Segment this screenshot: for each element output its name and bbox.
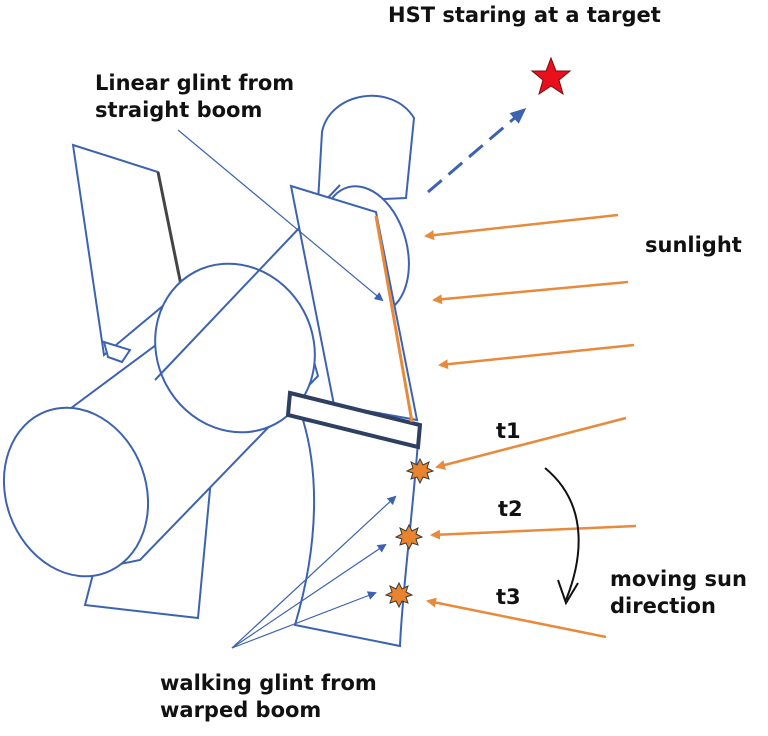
sun-ray [435, 416, 627, 470]
glint-t2 [394, 523, 424, 551]
linear-glint-pointer [177, 129, 384, 302]
t1-label: t1 [496, 419, 521, 443]
sun-ray [438, 343, 635, 370]
walking-glint-label: walking glint from warped boom [160, 671, 377, 722]
target-direction-arrow [427, 108, 527, 194]
moving-sun-label: moving sun direction [610, 567, 747, 618]
sunlight-label: sunlight [645, 233, 742, 257]
array-clamp [285, 390, 423, 450]
target-star-icon [530, 56, 572, 96]
walking-glint-pointers [231, 495, 397, 649]
target-label: HST staring at a target [388, 3, 661, 27]
linear-glint-line [374, 215, 414, 423]
linear-glint-label: Linear glint from straight boom [95, 71, 295, 122]
sun-ray [426, 597, 607, 639]
aperture-door [316, 94, 416, 204]
telescope-tube [2, 184, 341, 578]
t2-label: t2 [498, 497, 523, 521]
glint-t3 [384, 581, 414, 609]
sun-ray [424, 213, 619, 241]
sun-ray [432, 280, 629, 305]
sun-ray [430, 524, 637, 540]
moving-sun-arrow [544, 467, 580, 606]
glint-t1 [405, 457, 435, 485]
t3-label: t3 [496, 585, 521, 609]
walking-glints [384, 457, 435, 609]
sunlight-rays [424, 213, 637, 639]
